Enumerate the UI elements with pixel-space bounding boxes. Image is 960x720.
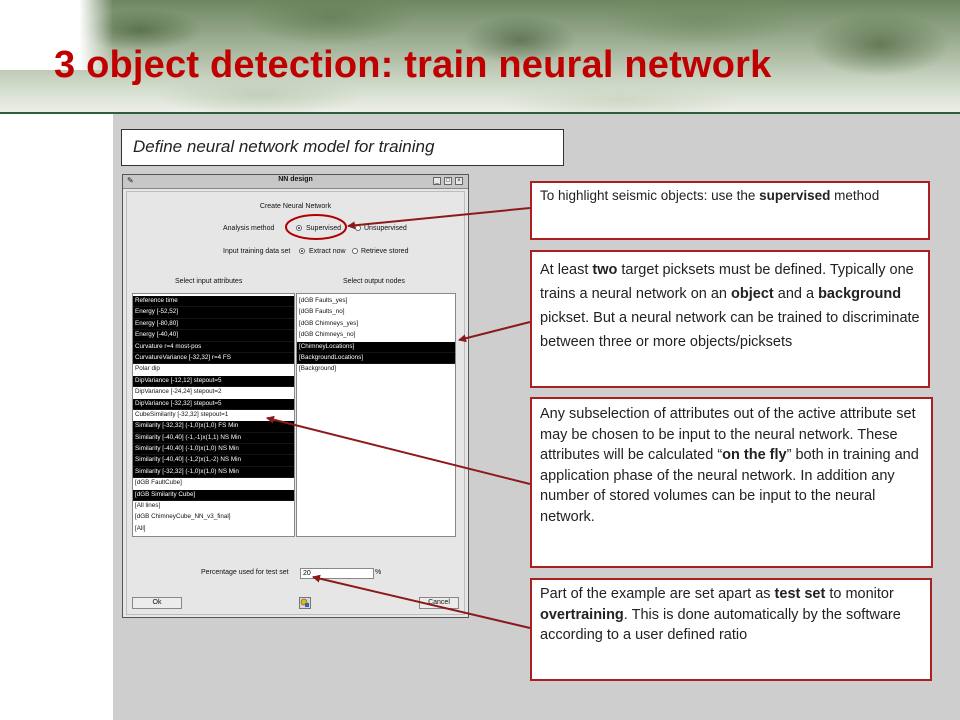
retrieve-stored-radio[interactable] <box>352 248 358 254</box>
minimize-icon[interactable]: _ <box>433 177 441 185</box>
list-item[interactable]: Similarity [-40,40] (-1,0)x(1,0) NS Min <box>133 444 294 456</box>
cancel-button[interactable]: Cancel <box>419 597 459 609</box>
list-item[interactable]: Similarity [-32,32] (-1,0)x(1,0) NS Min <box>133 466 294 479</box>
header-banner <box>0 0 960 114</box>
callout-text: to monitor <box>825 586 894 602</box>
header-fade <box>0 0 113 70</box>
list-item[interactable]: [BackgroundLocations] <box>297 352 455 365</box>
header-divider <box>0 112 960 114</box>
window-menu-icon[interactable]: ✎ <box>127 176 134 185</box>
callout-attributes: Any subselection of attributes out of th… <box>530 397 933 568</box>
list-item[interactable]: [dGB FaultCube] <box>133 478 294 490</box>
list-item[interactable]: Curvature r=4 most-pos <box>133 341 294 353</box>
list-item[interactable]: [Background] <box>297 364 455 376</box>
list-item[interactable]: [All lines] <box>133 501 294 513</box>
callout-text: and a <box>773 286 819 302</box>
nn-design-dialog: ✎ NN design _ □ × Create Neural Network … <box>122 174 469 618</box>
callout-bold: test set <box>774 586 826 602</box>
unsupervised-label[interactable]: Unsupervised <box>364 225 407 232</box>
list-item[interactable]: DipVariance [-12,12] stepout=5 <box>133 375 294 388</box>
output-nodes-label: Select output nodes <box>343 278 405 285</box>
list-item[interactable]: CubeSimilarity [-32,32] stepout=1 <box>133 410 294 422</box>
callout-text: To highlight seismic objects: use the <box>540 188 760 203</box>
list-item[interactable]: Similarity [-40,40] (-1,-1)x(1,1) NS Min <box>133 432 294 445</box>
list-item[interactable]: [dGB Faults_yes] <box>297 296 455 308</box>
test-set-label: Percentage used for test set <box>201 569 289 576</box>
callout-supervised: To highlight seismic objects: use the su… <box>530 181 930 240</box>
retrieve-stored-label[interactable]: Retrieve stored <box>361 248 409 255</box>
supervised-radio[interactable] <box>296 225 302 231</box>
callout-text: Part of the example are set apart as <box>540 586 775 602</box>
analysis-method-label: Analysis method <box>223 225 275 232</box>
callout-text: target picksets must be defined. Typical… <box>540 262 914 302</box>
list-item[interactable]: [dGB Faults_no] <box>297 307 455 319</box>
list-item[interactable]: CurvatureVariance [-32,32] r=4 FS <box>133 352 294 365</box>
list-item[interactable]: [dGB Similarity Cube] <box>133 489 294 502</box>
list-item[interactable]: Similarity [-32,32] (-1,0)x(1,0) FS Min <box>133 421 294 433</box>
ok-button[interactable]: Ok <box>132 597 182 609</box>
callout-text: . This is done automatically by the soft… <box>540 606 901 644</box>
callout-bold: supervised <box>759 188 831 203</box>
list-item[interactable]: Reference time <box>133 296 294 308</box>
left-margin <box>0 114 113 720</box>
list-item[interactable]: Energy [-80,80] <box>133 318 294 331</box>
extract-now-radio[interactable] <box>299 248 305 254</box>
maximize-icon[interactable]: □ <box>444 177 452 185</box>
callout-text: Any subselection of attributes out of th… <box>540 406 916 463</box>
unsupervised-radio[interactable] <box>355 225 361 231</box>
list-item[interactable]: Energy [-40,40] <box>133 330 294 342</box>
callout-picksets: At least two target picksets must be def… <box>530 250 930 388</box>
list-item[interactable]: [All] <box>133 524 294 536</box>
dialog-heading: Create Neural Network <box>259 203 332 210</box>
list-item[interactable]: [Median_filtered_2x2] <box>133 535 294 536</box>
dialog-titlebar[interactable]: ✎ NN design _ □ × <box>123 175 468 189</box>
callout-bold: overtraining <box>540 606 624 623</box>
callout-bold: two <box>592 262 618 278</box>
test-set-input[interactable] <box>300 568 374 579</box>
callout-bold: object <box>731 286 774 302</box>
dialog-body: Create Neural Network Analysis method Su… <box>126 191 465 615</box>
list-item[interactable]: [dGB Chimneys_yes] <box>297 319 455 331</box>
list-item[interactable]: Polar dip <box>133 364 294 376</box>
supervised-label[interactable]: Supervised <box>306 225 342 232</box>
slide-title: 3 object detection: train neural network <box>54 44 772 86</box>
callout-text: ” both in training and application phase… <box>540 447 919 525</box>
callout-test-set: Part of the example are set apart as tes… <box>530 578 932 681</box>
list-item[interactable]: DipVariance [-24,24] stepout=2 <box>133 387 294 399</box>
list-item[interactable]: [dGB Chimneys_no] <box>297 330 455 342</box>
test-set-unit: % <box>375 569 382 576</box>
callout-text: At least <box>540 262 593 278</box>
list-item[interactable]: DipVariance [-32,32] stepout=5 <box>133 398 294 410</box>
extract-now-label[interactable]: Extract now <box>309 248 346 255</box>
callout-text: pickset. But a neural network can be tra… <box>540 310 920 350</box>
callout-text: method <box>830 188 880 203</box>
list-item[interactable]: [dGB ChimneyCube_NN_v3_final] <box>133 512 294 524</box>
input-attributes-label: Select input attributes <box>175 278 243 285</box>
close-icon[interactable]: × <box>455 177 463 185</box>
list-item[interactable]: Similarity [-40,40] (-1,2)x(1,-2) NS Min <box>133 455 294 467</box>
output-nodes-list[interactable]: [dGB Faults_yes][dGB Faults_no][dGB Chim… <box>296 293 456 537</box>
list-item[interactable]: [ChimneyLocations] <box>297 341 455 353</box>
input-training-label: Input training data set <box>223 248 291 255</box>
list-item[interactable]: Energy [-52,52] <box>133 307 294 319</box>
dialog-title: NN design <box>278 176 313 183</box>
callout-bold: background <box>818 286 902 302</box>
subtitle-box: Define neural network model for training <box>121 129 564 166</box>
help-icon[interactable] <box>299 597 311 609</box>
callout-bold: on the fly <box>722 447 787 463</box>
